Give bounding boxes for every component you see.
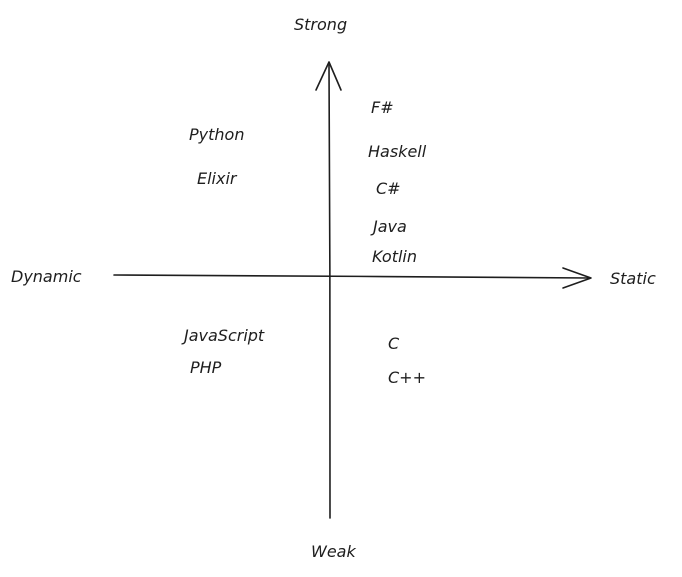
language-c: C xyxy=(388,334,400,353)
axis-label-dynamic: Dynamic xyxy=(11,267,82,286)
axis-label-weak: Weak xyxy=(311,542,356,561)
language-elixir: Elixir xyxy=(197,169,237,188)
language-fsharp: F# xyxy=(371,98,394,117)
language-csharp: C# xyxy=(376,179,401,198)
language-javascript: JavaScript xyxy=(184,326,265,345)
language-php: PHP xyxy=(190,358,222,377)
axis-label-strong: Strong xyxy=(294,15,348,34)
language-java: Java xyxy=(373,217,407,236)
axis-label-static: Static xyxy=(610,269,656,288)
vertical-axis-arrowhead xyxy=(315,61,342,91)
horizontal-axis xyxy=(113,274,591,279)
language-python: Python xyxy=(189,125,245,144)
language-cpp: C++ xyxy=(388,368,426,387)
vertical-axis xyxy=(328,64,331,519)
language-kotlin: Kotlin xyxy=(372,247,418,266)
horizontal-axis-arrowhead xyxy=(562,267,592,289)
language-haskell: Haskell xyxy=(368,142,427,161)
